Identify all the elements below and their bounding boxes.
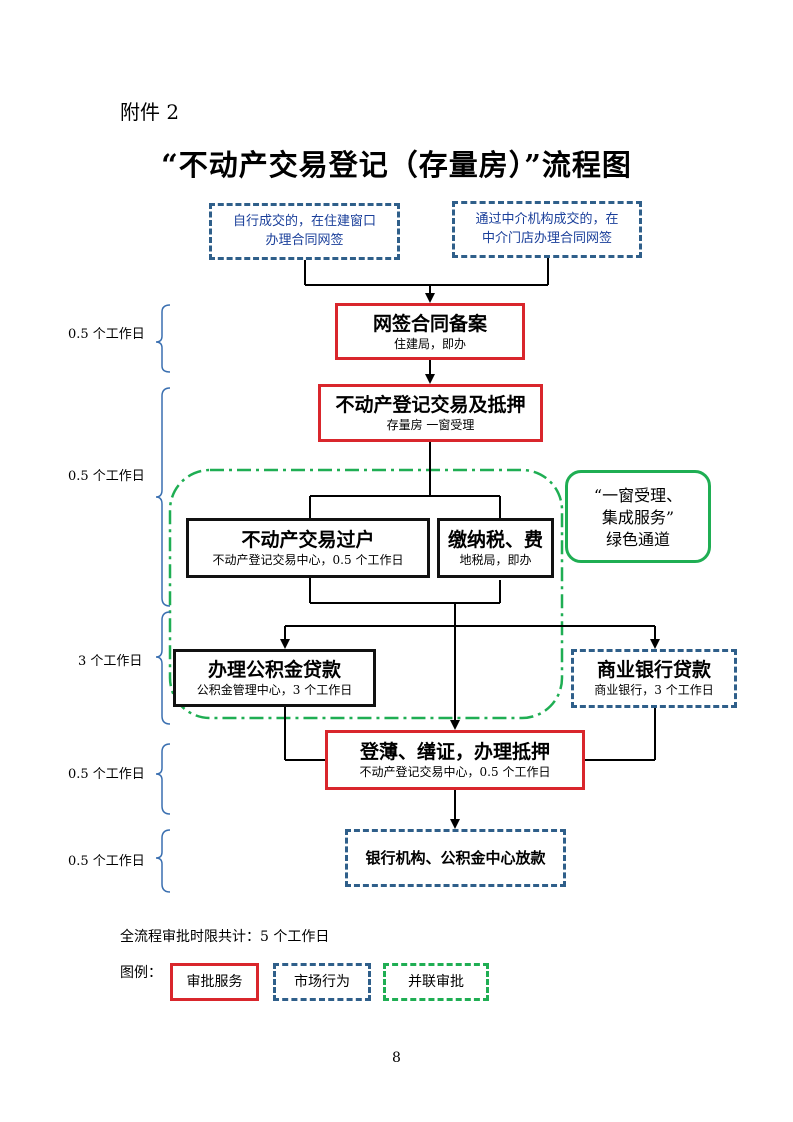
registration-title: 不动产登记交易及抵押	[335, 394, 526, 416]
bank-loan-title: 商业银行贷款	[596, 659, 711, 681]
legend-parallel: 并联审批	[383, 963, 489, 1001]
legend-label: 图例：	[120, 965, 162, 981]
green-note-line1: “一窗受理、	[593, 486, 683, 505]
duration-label: 0.5 个工作日	[68, 469, 145, 484]
legend-approval: 审批服务	[170, 963, 259, 1001]
contract-filing-box: 网签合同备案 住建局，即办	[335, 303, 525, 360]
certificate-box: 登薄、缮证，办理抵押 不动产登记交易中心，0.5 个工作日	[325, 730, 585, 790]
certificate-sub: 不动产登记交易中心，0.5 个工作日	[359, 765, 551, 779]
tax-title: 缴纳税、费	[447, 529, 543, 551]
fund-loan-sub: 公积金管理中心，3 个工作日	[196, 683, 353, 697]
transfer-title: 不动产交易过户	[241, 529, 375, 551]
loan-release-box: 银行机构、公积金中心放款	[345, 829, 566, 887]
contract-filing-title: 网签合同备案	[372, 313, 487, 335]
agency-trade-line2: 中介门店办理合同网签	[481, 231, 612, 246]
duration-label: 0.5 个工作日	[68, 767, 145, 782]
contract-filing-sub: 住建局，即办	[393, 337, 466, 351]
registration-box: 不动产登记交易及抵押 存量房 一窗受理	[318, 384, 543, 442]
green-channel-note: “一窗受理、 集成服务” 绿色通道	[565, 470, 711, 563]
tax-sub: 地税局，即办	[459, 553, 532, 567]
transfer-box: 不动产交易过户 不动产登记交易中心，0.5 个工作日	[186, 518, 430, 578]
tax-box: 缴纳税、费 地税局，即办	[437, 518, 554, 578]
duration-label: 0.5 个工作日	[68, 327, 145, 342]
green-note-line2: 集成服务”	[601, 508, 675, 527]
transfer-sub: 不动产登记交易中心，0.5 个工作日	[212, 553, 404, 567]
duration-label: 0.5 个工作日	[68, 854, 145, 869]
attachment-label: 附件 2	[120, 100, 180, 124]
loan-release-title: 银行机构、公积金中心放款	[365, 849, 546, 867]
page-title: “不动产交易登记（存量房）”流程图	[161, 148, 632, 182]
bank-loan-box: 商业银行贷款 商业银行，3 个工作日	[571, 649, 737, 708]
self-trade-line2: 办理合同网签	[265, 233, 344, 248]
legend-market: 市场行为	[273, 963, 371, 1001]
self-trade-line1: 自行成交的，在住建窗口	[232, 214, 376, 229]
page-number: 8	[392, 1050, 401, 1066]
self-trade-box: 自行成交的，在住建窗口 办理合同网签	[209, 203, 400, 260]
parallel-approval-region	[168, 468, 564, 720]
registration-sub: 存量房 一窗受理	[386, 418, 475, 432]
agency-trade-box: 通过中介机构成交的，在 中介门店办理合同网签	[452, 201, 642, 258]
duration-braces	[155, 304, 171, 893]
bank-loan-sub: 商业银行，3 个工作日	[594, 683, 714, 697]
green-note-line3: 绿色通道	[605, 530, 670, 549]
duration-label: 3 个工作日	[78, 654, 143, 669]
agency-trade-line1: 通过中介机构成交的，在	[475, 212, 619, 227]
total-time-summary: 全流程审批时限共计：5 个工作日	[120, 929, 330, 945]
fund-loan-title: 办理公积金贷款	[207, 659, 341, 681]
certificate-title: 登薄、缮证，办理抵押	[359, 741, 550, 763]
fund-loan-box: 办理公积金贷款 公积金管理中心，3 个工作日	[173, 649, 376, 707]
